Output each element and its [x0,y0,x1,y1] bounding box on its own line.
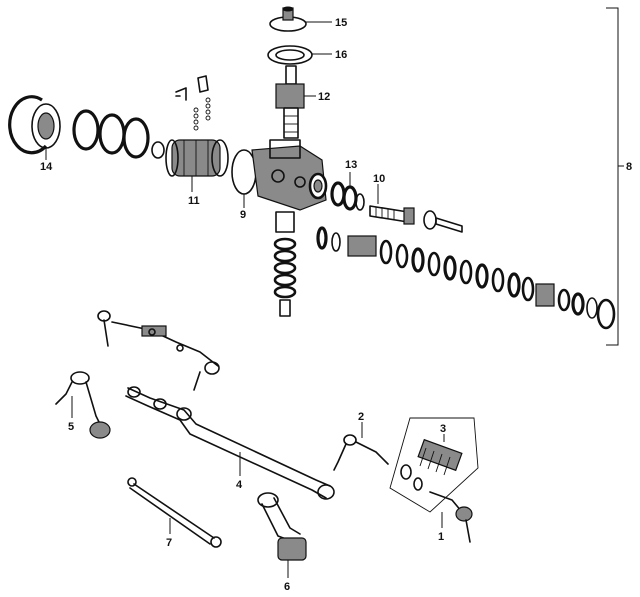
callout-16: 16 [335,49,347,61]
part-13-seals [330,172,365,211]
callout-1: 1 [438,531,444,543]
callout-5: 5 [68,421,74,433]
callout-2: 2 [358,411,364,423]
part-9-gear-housing [231,139,328,211]
part-16-gasket [267,45,332,65]
callout-9: 9 [240,209,246,221]
lower-washer-stack [273,211,297,317]
part-1-tie-rod-end [429,491,473,543]
part-7-damper [127,477,222,548]
part-11-rotary-valve [165,75,229,192]
callout-14: 14 [40,161,53,173]
part-4-center-link [125,386,335,500]
callout-13: 13 [345,159,357,171]
callout-4: 4 [236,479,243,491]
callout-11: 11 [188,195,200,207]
callout-8: 8 [626,161,632,173]
part-14-seal-rings [8,95,165,160]
part-15-top-cap [269,6,332,32]
callout-3: 3 [440,423,446,435]
part-3-adjuster-kit [389,417,479,513]
callout-10: 10 [373,173,385,185]
part-12-sector-shaft [275,65,316,139]
rack-piston-seal-stack [316,226,616,330]
callout-labels: 15 16 12 14 11 9 13 10 8 5 2 3 4 1 7 6 [40,17,632,593]
callout-15: 15 [335,17,347,29]
part-6-idler-arm [257,492,307,578]
callout-12: 12 [318,91,330,103]
assembly-bracket [606,7,624,346]
callout-7: 7 [166,537,172,549]
callout-6: 6 [284,581,290,593]
part-10-worm-shaft [369,184,463,233]
part-2-tie-rod-end [333,422,389,471]
tie-rod-assembly-left [97,310,220,391]
part-5-pitman-arm [55,371,111,439]
